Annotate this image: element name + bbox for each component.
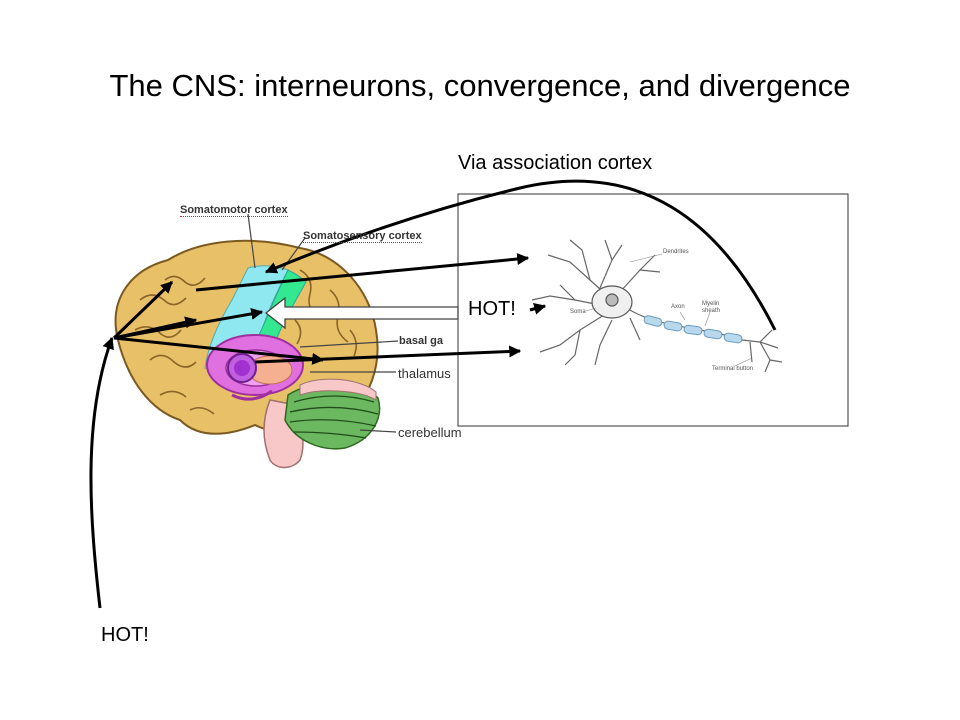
- terminal-button-label: Terminal button: [712, 366, 754, 372]
- myelin-sheath: [643, 315, 743, 344]
- sensory-input-arrow: [264, 296, 459, 330]
- soma-label: Soma: [570, 309, 586, 315]
- dendrites-label: Dendrites: [663, 249, 689, 255]
- brain-illustration: [114, 213, 399, 469]
- pathway-arrows: [89, 179, 777, 609]
- somatosensory-label: Somatosensory cortex: [303, 230, 422, 243]
- ascending-curve: [89, 336, 114, 609]
- myelin-label: Myelin sheath: [702, 301, 721, 314]
- hub-to-basal: [113, 336, 325, 365]
- axon-label: Axon: [671, 304, 685, 310]
- hot-input-label: HOT!: [101, 624, 149, 646]
- association-arc: [264, 179, 777, 331]
- hub-to-frontal: [112, 280, 174, 340]
- association-cortex-label: Via association cortex: [458, 152, 653, 174]
- somatomotor-label: Somatomotor cortex: [180, 204, 288, 217]
- axon-terminals: [741, 329, 783, 373]
- basal-ganglia-label: basal ga: [399, 335, 444, 347]
- hot-neuron-label: HOT!: [468, 298, 516, 320]
- neuron-image-frame: [457, 193, 849, 427]
- basal-to-neuron: [254, 345, 522, 364]
- hot-neuron-arrow: [529, 302, 547, 315]
- thalamus-label: thalamus: [398, 366, 451, 381]
- cerebellum-label: cerebellum: [398, 425, 462, 440]
- slide-title: The CNS: interneurons, convergence, and …: [109, 68, 851, 103]
- cortex-to-neuron: [195, 253, 530, 292]
- hub-to-sensory: [113, 307, 264, 340]
